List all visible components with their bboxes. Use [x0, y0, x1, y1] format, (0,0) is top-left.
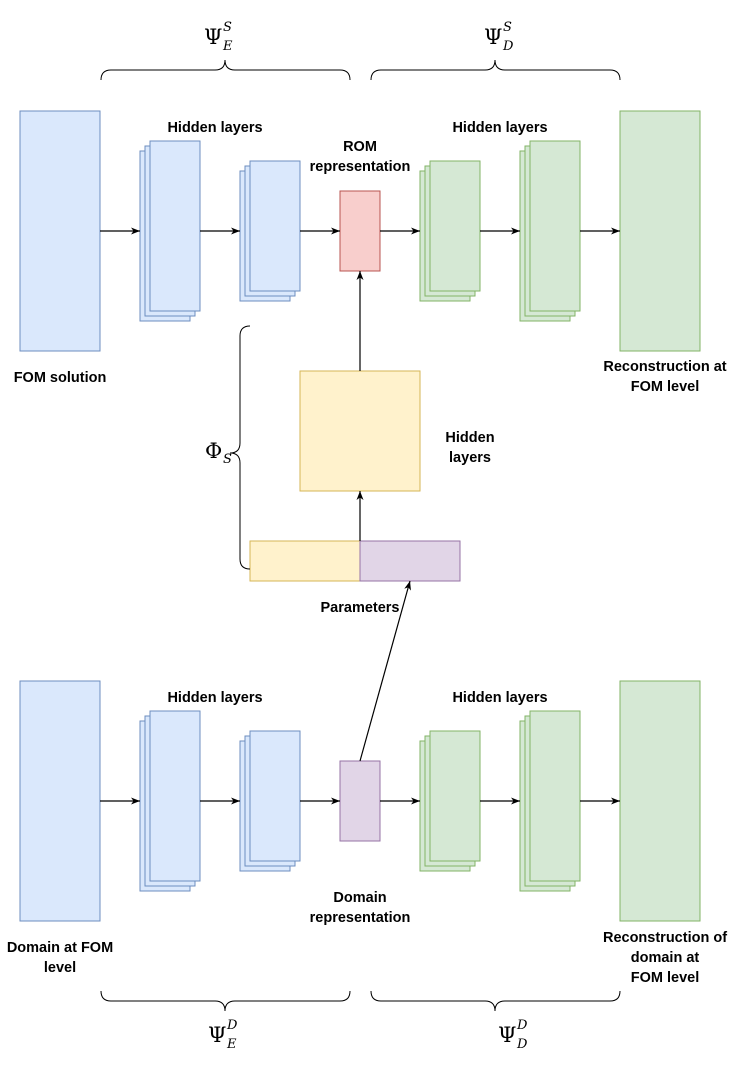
parameters-block-left [249, 540, 361, 582]
domain-representation-block [339, 760, 381, 842]
encoder-hidden-layer-2-top [239, 160, 301, 302]
svg-text:Ψ: Ψ [204, 25, 222, 49]
domain-fom-label: Domain at FOM [7, 940, 113, 956]
psi-d-s-symbol: Ψ S D [484, 20, 514, 54]
decoder-hidden-layer-1-bottom [419, 730, 481, 872]
phi-s-brace [229, 325, 251, 570]
svg-text:Φ: Φ [205, 439, 222, 463]
phi-s-symbol: Φ S [205, 439, 232, 467]
svg-text:E: E [222, 39, 233, 54]
svg-text:D: D [516, 1018, 528, 1033]
domain-representation-label-2: representation [310, 910, 411, 926]
fom-solution-label: FOM solution [14, 370, 107, 386]
svg-text:Ψ: Ψ [484, 25, 502, 49]
psi-e-s-symbol: Ψ S E [204, 20, 233, 54]
svg-text:Ψ: Ψ [208, 1023, 226, 1047]
decoder-hidden-layer-1-top [419, 160, 481, 302]
svg-text:S: S [503, 20, 512, 35]
reconstruction-fom-block [619, 110, 701, 352]
decoder-brace-bottom [370, 990, 621, 1012]
domain-representation-label: Domain [333, 890, 386, 906]
fom-solution-block [19, 110, 101, 352]
decoder-hidden-layer-2-top [519, 140, 581, 322]
rom-representation-label: ROM [343, 139, 377, 155]
svg-text:D: D [226, 1018, 238, 1033]
parameters-block-right [359, 540, 461, 582]
rom-representation-block [339, 190, 381, 272]
hidden-layers-label-top-right: Hidden layers [452, 120, 547, 136]
domain-fom-label-2: level [44, 960, 76, 976]
psi-d-d-symbol: Ψ D D [498, 1018, 528, 1052]
encoder-brace-bottom [100, 990, 351, 1012]
hidden-layers-label-bottom-right: Hidden layers [452, 690, 547, 706]
parameter-hidden-layers-label: Hidden [445, 430, 494, 446]
svg-text:D: D [502, 39, 514, 54]
svg-text:S: S [223, 452, 232, 467]
hidden-layers-label-bottom-left: Hidden layers [167, 690, 262, 706]
parameter-hidden-layers-block [299, 370, 421, 492]
encoder-hidden-layer-2-bottom [239, 730, 301, 872]
encoder-hidden-layer-1-bottom [139, 710, 201, 892]
reconstruction-domain-label-2: domain at [631, 950, 700, 966]
parameter-hidden-layers-label-2: layers [449, 450, 491, 466]
reconstruction-domain-block [619, 680, 701, 922]
hidden-layers-label-top-left: Hidden layers [167, 120, 262, 136]
reconstruction-domain-label-3: FOM level [631, 970, 700, 986]
reconstruction-fom-label-2: FOM level [631, 379, 700, 395]
decoder-hidden-layer-2-bottom [519, 710, 581, 892]
svg-text:S: S [223, 20, 232, 35]
arrow-domain-to-parameters [359, 580, 411, 762]
svg-text:Ψ: Ψ [498, 1023, 516, 1047]
psi-e-d-symbol: Ψ D E [208, 1018, 238, 1052]
encoder-brace-top [100, 59, 351, 81]
reconstruction-domain-label: Reconstruction of [603, 930, 727, 946]
encoder-hidden-layer-1-top [139, 140, 201, 322]
svg-text:E: E [226, 1037, 237, 1052]
parameters-label: Parameters [321, 600, 400, 616]
reconstruction-fom-label: Reconstruction at [603, 359, 726, 375]
rom-representation-label-2: representation [310, 159, 411, 175]
decoder-brace-top [370, 59, 621, 81]
svg-text:D: D [516, 1037, 528, 1052]
domain-fom-block [19, 680, 101, 922]
